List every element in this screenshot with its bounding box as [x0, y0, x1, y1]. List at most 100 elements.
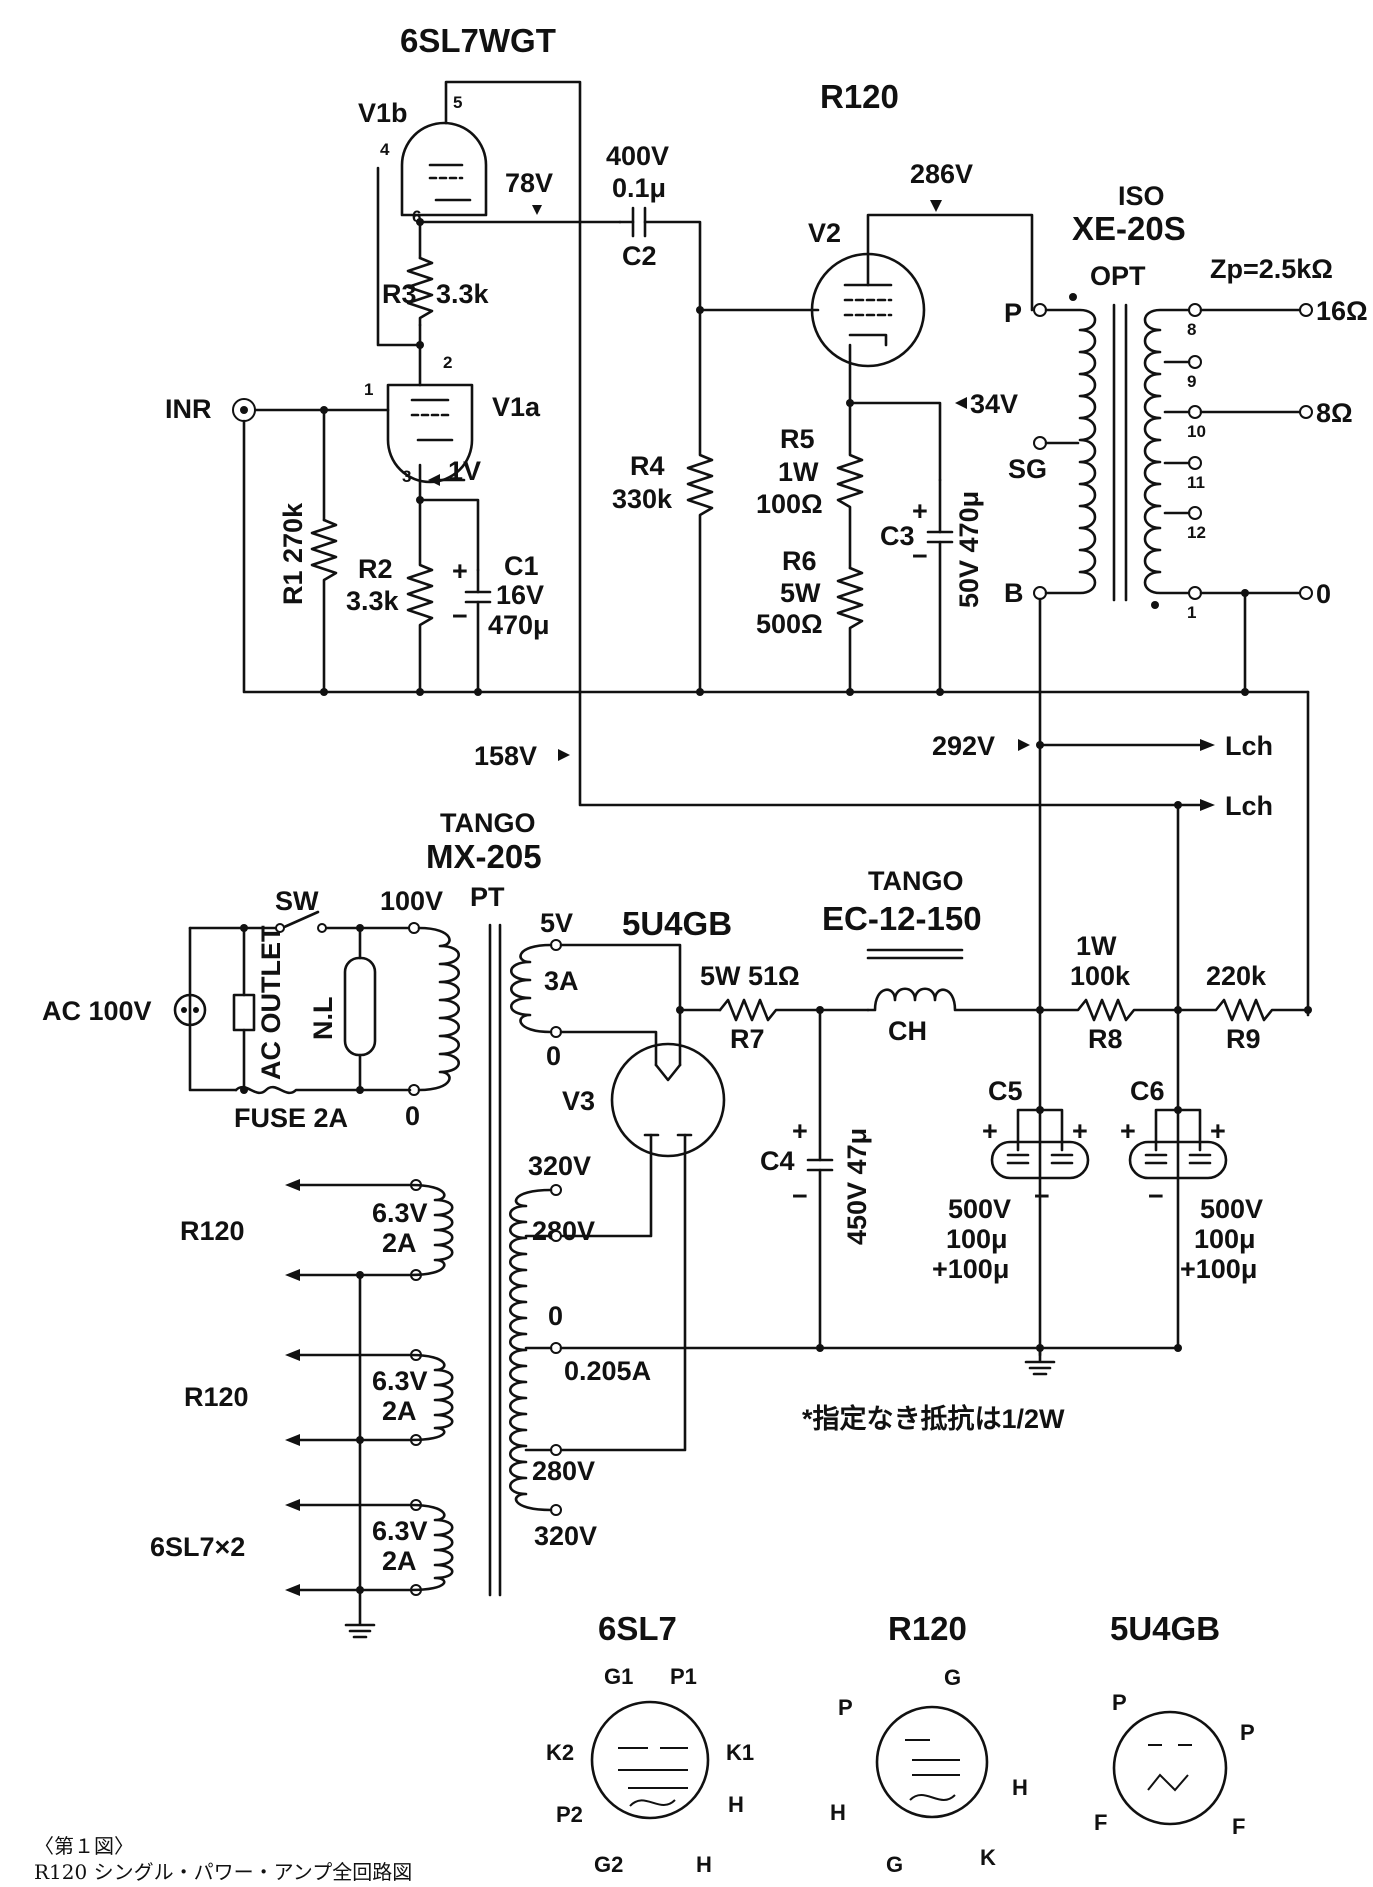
svg-text:G1: G1 [604, 1664, 633, 1689]
svg-text:+: + [1210, 1116, 1226, 1146]
svg-text:6: 6 [412, 207, 421, 226]
pt-hv-secondary [508, 1188, 553, 1512]
svg-text:5: 5 [453, 93, 462, 112]
b-plus-158v: 158V [474, 741, 537, 771]
svg-text:+: + [1120, 1116, 1136, 1146]
pt-primary-zero: 0 [405, 1101, 420, 1131]
heater2-voltage: 6.3V [372, 1366, 428, 1396]
figure-number: 〈第１図〉 [34, 1834, 134, 1858]
opt-b-label: B [1004, 578, 1024, 608]
r6-resistor [836, 566, 864, 694]
v1b-tube [400, 121, 488, 217]
r5-resistor [836, 401, 864, 570]
rectifier-model: 5U4GB [622, 905, 732, 942]
opt-p-label: P [1004, 298, 1022, 328]
svg-text:H: H [830, 1800, 846, 1825]
ac-plug [173, 993, 207, 1027]
r4-resistor [686, 308, 714, 694]
fuse-label: FUSE 2A [234, 1103, 348, 1133]
hv-320v-top: 320V [528, 1151, 591, 1181]
c3-name: C3 [880, 521, 915, 551]
opt-type: OPT [1090, 261, 1146, 291]
svg-text:G: G [944, 1665, 961, 1690]
pt-primary [417, 926, 460, 1092]
opt-model: XE-20S [1072, 210, 1186, 247]
c1-volt: 16V [496, 580, 544, 610]
heater2-load: R120 [184, 1382, 249, 1412]
hv-280v-top: 280V [532, 1216, 595, 1246]
opt-zp: Zp=2.5kΩ [1210, 254, 1333, 284]
base2-title: R120 [888, 1610, 967, 1647]
base3-title: 5U4GB [1110, 1610, 1220, 1647]
svg-text:10: 10 [1187, 422, 1206, 441]
r8-watt: 1W [1076, 931, 1117, 961]
svg-text:−: − [792, 1181, 808, 1211]
r2-value: 3.3k [346, 586, 400, 616]
ac-outlet [232, 993, 256, 1032]
rect-heater-zero: 0 [546, 1041, 561, 1071]
svg-text:4: 4 [380, 140, 390, 159]
neon-lamp-label: N.L [308, 997, 338, 1041]
switch-label: SW [275, 886, 319, 916]
svg-text:2: 2 [443, 353, 452, 372]
v1b-label: V1b [358, 98, 408, 128]
c3-value: 50V 470μ [954, 491, 984, 608]
opt-maker: ISO [1118, 181, 1165, 211]
svg-text:3: 3 [402, 467, 411, 486]
b-plus-292v: 292V [932, 731, 995, 761]
svg-text:P: P [1112, 1690, 1127, 1715]
heater1-voltage: 6.3V [372, 1198, 428, 1228]
opt-sg-label: SG [1008, 454, 1047, 484]
svg-text:G2: G2 [594, 1852, 623, 1877]
c1-value: 470μ [488, 610, 550, 640]
c1-capacitor [464, 568, 492, 694]
svg-text:P1: P1 [670, 1664, 697, 1689]
c5-cap-a: 100μ [946, 1224, 1008, 1254]
svg-text:+: + [982, 1116, 998, 1146]
svg-text:H: H [696, 1852, 712, 1877]
r6-name: R6 [782, 546, 817, 576]
c5-cap-b: +100μ [932, 1254, 1009, 1284]
r4-value: 330k [612, 484, 673, 514]
heater1-load: R120 [180, 1216, 245, 1246]
title-tube: 6SL7WGT [400, 22, 556, 59]
svg-text:−: − [912, 541, 928, 571]
ground-symbol [1024, 1346, 1056, 1376]
r8-value: 100k [1070, 961, 1131, 991]
r5-watt: 1W [778, 457, 819, 487]
r2-name: R2 [358, 554, 393, 584]
r8-name: R8 [1088, 1024, 1123, 1054]
heater3-load: 6SL7×2 [150, 1532, 245, 1562]
heater-winding-3 [285, 1499, 454, 1596]
v3-label: V3 [562, 1086, 595, 1116]
svg-text:F: F [1232, 1814, 1245, 1839]
rect-heater-5v: 5V [540, 908, 573, 938]
base1-title: 6SL7 [598, 1610, 677, 1647]
v2-label: V2 [808, 218, 841, 248]
heater-winding-1 [285, 1179, 454, 1281]
pt-100v-label: 100V [380, 886, 443, 916]
svg-text:K1: K1 [726, 1740, 754, 1765]
svg-text:1: 1 [364, 380, 373, 399]
r8-resistor [1038, 998, 1180, 1022]
c6-volt: 500V [1200, 1194, 1263, 1224]
c4-capacitor [806, 1008, 834, 1350]
svg-text:+: + [1072, 1116, 1088, 1146]
v2-plate-voltage: 286V [910, 159, 973, 189]
r1-label: R1 270k [278, 502, 308, 605]
svg-text:G: G [886, 1852, 903, 1877]
opt-primary [1044, 308, 1097, 595]
c1-name: C1 [504, 551, 539, 581]
output-8-ohm: 8Ω [1316, 398, 1353, 428]
c5-volt: 500V [948, 1194, 1011, 1224]
r7-value: 5W 51Ω [700, 961, 800, 991]
r5-name: R5 [780, 424, 815, 454]
v1-cathode-voltage: 1V [448, 456, 481, 486]
r4-name: R4 [630, 451, 665, 481]
lch-label-2: Lch [1225, 791, 1273, 821]
input-label: INR [165, 394, 212, 424]
r1-resistor [310, 518, 338, 694]
v1-plate-voltage: 78V [505, 168, 553, 198]
heater3-current: 2A [382, 1546, 417, 1576]
